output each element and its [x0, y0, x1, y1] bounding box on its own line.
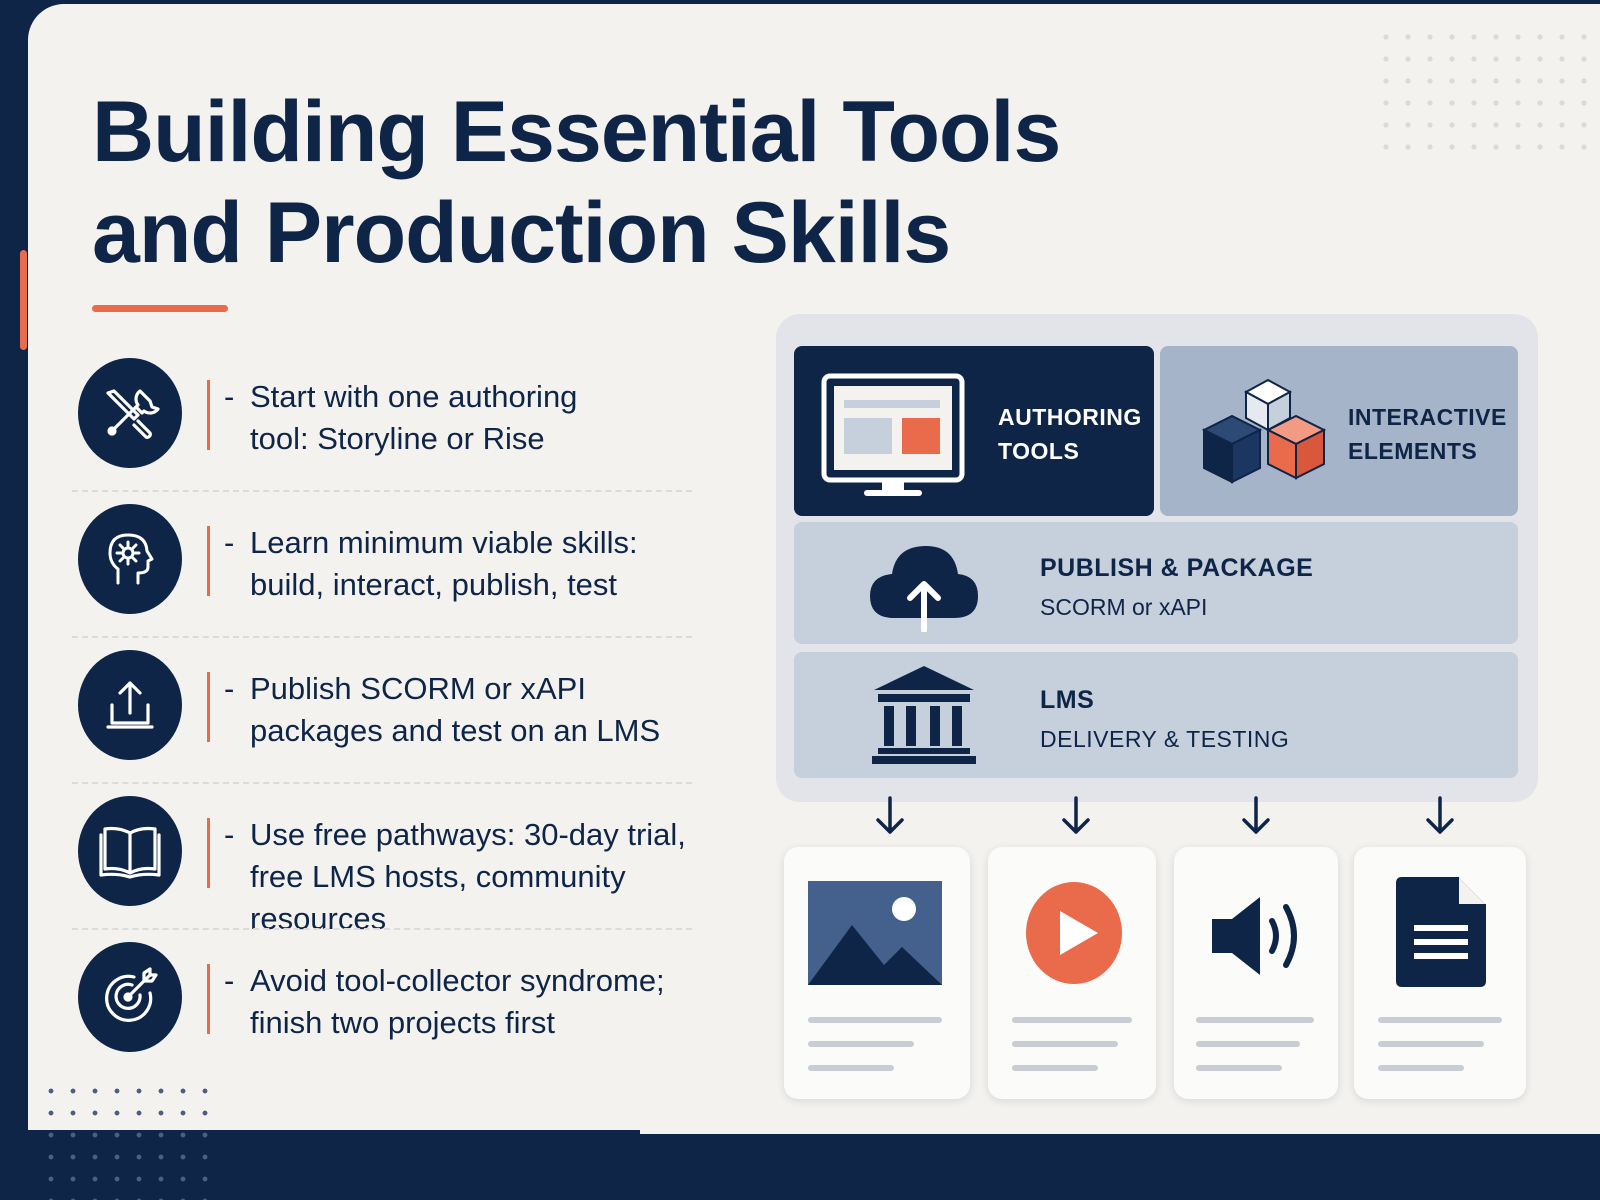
title-underline — [92, 305, 228, 312]
book-icon — [78, 796, 182, 906]
video-media-card — [988, 847, 1156, 1099]
upload-icon — [78, 650, 182, 760]
arrow-down-icon — [1422, 794, 1458, 843]
item-accent-bar — [207, 672, 210, 742]
image-media-card — [784, 847, 970, 1099]
item-accent-bar — [207, 380, 210, 450]
item-text: - Use free pathways: 30-day trial,free L… — [224, 817, 686, 936]
title-line-2: and Production Skills — [92, 185, 951, 281]
left-accent-bar — [20, 250, 27, 350]
publish-package-subtitle: SCORM or xAPI — [1040, 594, 1208, 620]
lms-title: LMS — [1040, 686, 1095, 714]
item-divider — [72, 928, 692, 930]
item-divider — [72, 636, 692, 638]
audio-media-card — [1174, 847, 1338, 1099]
lms-subtitle: DELIVERY & TESTING — [1040, 726, 1290, 752]
play-icon — [1024, 881, 1124, 990]
document-media-card — [1354, 847, 1526, 1099]
head-gear-icon — [78, 504, 182, 614]
interactive-elements-label: INTERACTIVE ELEMENTS — [1348, 404, 1507, 464]
image-icon — [808, 881, 942, 990]
item-divider — [72, 782, 692, 784]
item-divider — [72, 490, 692, 492]
item-accent-bar — [207, 526, 210, 596]
cubes-icon — [1196, 374, 1332, 497]
page-title: Building Essential Tools and Production … — [92, 82, 1192, 284]
target-icon — [78, 942, 182, 1052]
arrow-down-icon — [1238, 794, 1274, 843]
title-line-1: Building Essential Tools — [92, 84, 1061, 180]
list-item: - Use free pathways: 30-day trial,free L… — [72, 786, 692, 936]
list-item: - Avoid tool-collector syndrome;finish t… — [72, 932, 692, 1078]
item-text: - Learn minimum viable skills:build, int… — [224, 525, 638, 602]
tools-icon — [78, 358, 182, 468]
cloud-upload-icon — [866, 540, 982, 637]
list-item: - Learn minimum viable skills:build, int… — [72, 494, 692, 640]
arrow-down-icon — [872, 794, 908, 843]
publish-package-title: PUBLISH & PACKAGE — [1040, 554, 1314, 582]
document-icon — [1396, 877, 1486, 992]
monitor-icon — [820, 372, 966, 505]
speaker-icon — [1208, 893, 1312, 984]
item-text: - Avoid tool-collector syndrome;finish t… — [224, 963, 665, 1040]
arrow-down-icon — [1058, 794, 1094, 843]
item-accent-bar — [207, 964, 210, 1034]
item-accent-bar — [207, 818, 210, 888]
dot-pattern-top-right — [1375, 26, 1595, 156]
authoring-tools-label: AUTHORING TOOLS — [998, 404, 1142, 464]
institution-icon — [870, 664, 978, 771]
dot-pattern-bottom-left — [40, 1080, 220, 1200]
